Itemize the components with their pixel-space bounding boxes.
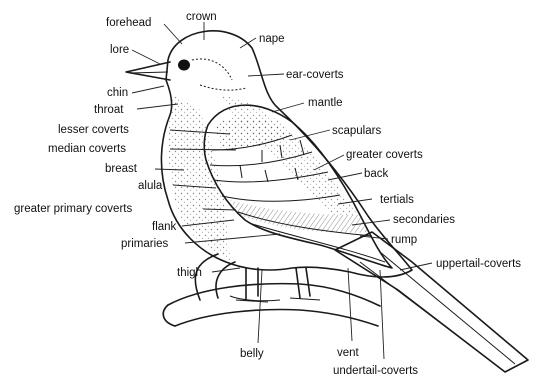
label-secondaries: secondaries [393,214,455,226]
label-chin: chin [107,87,128,99]
label-tertials: tertials [380,194,414,206]
label-flank: flank [152,221,177,233]
label-median-coverts: median coverts [48,143,126,155]
label-primaries: primaries [121,238,169,250]
bird-head [126,59,246,90]
label-breast: breast [105,163,138,175]
label-rump: rump [391,234,417,246]
label-thigh: thigh [177,267,202,279]
label-alula: alula [138,180,163,192]
label-vent: vent [337,347,360,359]
label-back: back [364,168,389,180]
label-ear-coverts: ear-coverts [286,69,344,81]
label-belly: belly [240,348,264,360]
label-throat: throat [94,104,124,116]
label-scapulars: scapulars [332,125,381,137]
label-greater-primary-coverts: greater primary coverts [14,203,132,215]
eye-icon [178,60,190,71]
label-nape: nape [259,33,285,45]
label-mantle: mantle [308,97,343,109]
label-uppertail-coverts: uppertail-coverts [436,258,521,270]
label-crown: crown [186,11,217,23]
label-lesser-coverts: lesser coverts [58,124,129,136]
tail [335,232,528,372]
label-lore: lore [110,44,129,56]
part-labels: forehead crown nape lore ear-coverts chi… [14,11,521,377]
label-greater-coverts: greater coverts [346,149,423,161]
label-undertail-coverts: undertail-coverts [333,365,418,377]
label-forehead: forehead [106,17,151,29]
branch [163,254,380,326]
